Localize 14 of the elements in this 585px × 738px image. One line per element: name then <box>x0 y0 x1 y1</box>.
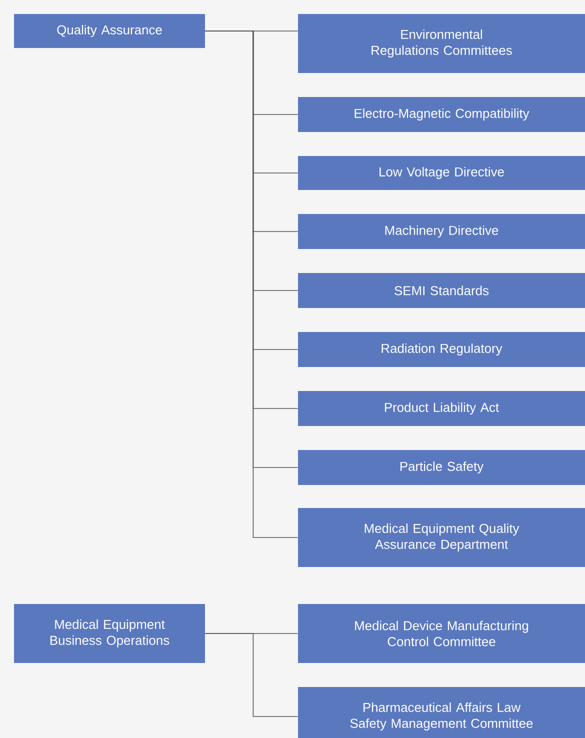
committee-box: Environmental Regulations Committees <box>298 14 585 73</box>
committee-box: Pharmaceutical Affairs Law Safety Management Committee <box>298 687 585 738</box>
committee-box: Radiation Regulatory <box>298 332 585 367</box>
committee-box: SEMI Standards <box>298 273 585 308</box>
committee-box: Medical Device Manufacturing Control Committee <box>298 604 585 663</box>
committee-box: Medical Equipment Quality Assurance Department <box>298 508 585 567</box>
department-box: Medical Equipment Business Operations <box>14 604 205 663</box>
committee-box: Particle Safety <box>298 450 585 485</box>
department-box: Quality Assurance <box>14 14 205 48</box>
committee-box: Machinery Directive <box>298 214 585 249</box>
committee-box: Product Liability Act <box>298 391 585 426</box>
connector-line <box>204 633 298 717</box>
committee-box: Electro-Magnetic Compatibility <box>298 97 585 132</box>
committee-box: Low Voltage Directive <box>298 156 585 190</box>
